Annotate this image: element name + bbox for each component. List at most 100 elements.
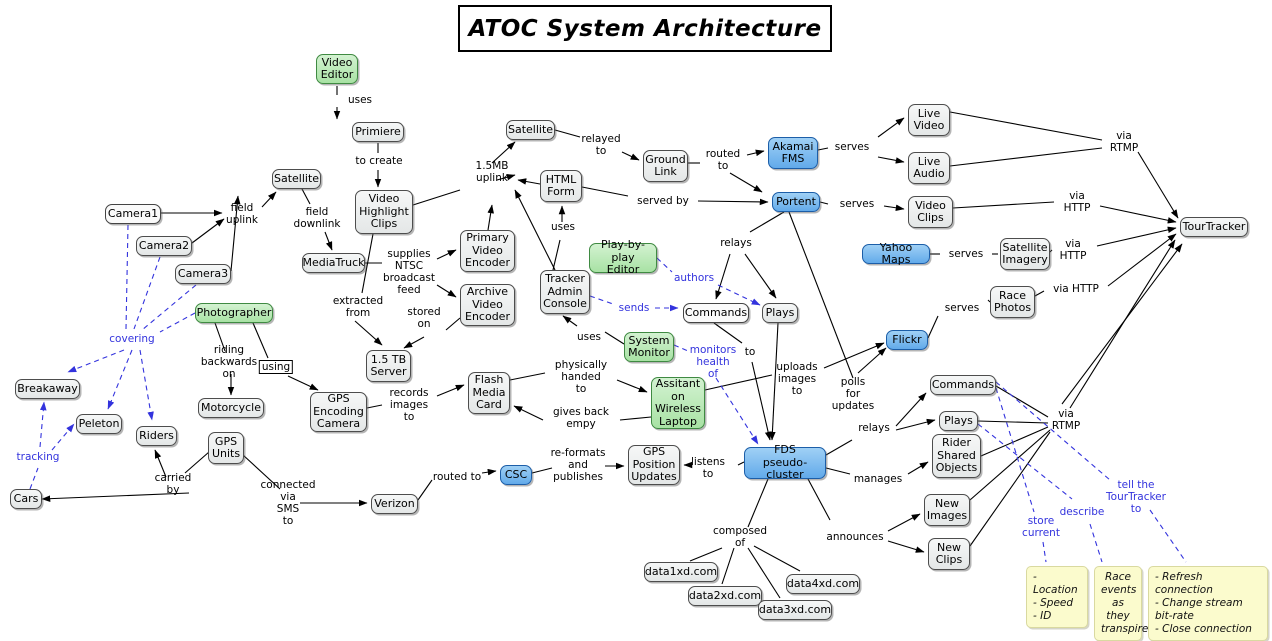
node-cars[interactable]: Cars: [10, 489, 42, 509]
node-breakaway[interactable]: Breakaway: [15, 379, 80, 399]
edge-label-lbl-using: using: [258, 360, 294, 374]
edge-label-lbl-field-downlink: field downlink: [293, 206, 341, 230]
edge-label-lbl-via-http-1: via HTTP: [1063, 190, 1091, 214]
node-tracker-admin-console[interactable]: Tracker Admin Console: [540, 270, 590, 314]
node-primary-video-encoder[interactable]: Primary Video Encoder: [460, 230, 515, 272]
node-verizon[interactable]: Verizon: [371, 494, 418, 514]
edge-label-lbl-listens-to: listens to: [690, 456, 726, 480]
edge-label-lbl-field-uplink: field uplink: [226, 202, 258, 226]
node-data3xd[interactable]: data3xd.com: [758, 600, 832, 620]
node-archive-video-encoder[interactable]: Archive Video Encoder: [460, 284, 515, 326]
edge-label-lbl-supplies-ntsc: supplies NTSC broadcast feed: [382, 248, 436, 296]
edge-label-lbl-polls-updates: polls for updates: [831, 376, 875, 412]
edge-label-lbl-describe: describe: [1059, 506, 1105, 518]
node-assistant-laptop[interactable]: Assitant on Wireless Laptop: [651, 377, 705, 429]
sticky-note-location: - Location - Speed - ID: [1026, 566, 1088, 628]
node-video-editor[interactable]: Video Editor: [316, 54, 358, 84]
edge-label-lbl-relays-2: relays: [858, 422, 890, 434]
edge-label-lbl-via-http-3: via HTTP: [1053, 283, 1099, 295]
node-html-form[interactable]: HTML Form: [540, 170, 582, 202]
edge-label-lbl-tracking: tracking: [16, 451, 60, 463]
node-photographer[interactable]: Photographer: [195, 303, 273, 323]
node-system-monitor[interactable]: System Monitor: [624, 332, 674, 362]
node-play-by-play-editor[interactable]: Play-by-play Editor: [589, 239, 657, 276]
node-race-photos[interactable]: Race Photos: [990, 286, 1035, 318]
edge-label-lbl-to-1: to: [744, 346, 756, 358]
edge-label-lbl-covering: covering: [109, 333, 155, 345]
edge-label-lbl-monitors-health: monitors health of: [689, 344, 737, 380]
edge-label-lbl-uses-2: uses: [550, 221, 576, 233]
edge-label-lbl-sends: sends: [618, 302, 650, 314]
node-ground-link[interactable]: Ground Link: [643, 150, 688, 182]
edge-label-lbl-gives-back: gives back empy: [552, 406, 610, 430]
node-motorcycle[interactable]: Motorcycle: [198, 398, 264, 418]
node-video-clips[interactable]: Video Clips: [908, 196, 953, 228]
edge-label-lbl-uploads-images: uploads images to: [776, 361, 818, 397]
node-camera1[interactable]: Camera1: [105, 204, 161, 224]
node-plays-right[interactable]: Plays: [939, 411, 978, 431]
node-primiere[interactable]: Primiere: [352, 122, 404, 142]
edge-label-lbl-via-rtmp-top: via RTMP: [1109, 130, 1139, 154]
edge-label-lbl-authors: authors: [673, 272, 715, 284]
node-fds-pseudo-cluster[interactable]: FDS pseudo-cluster: [744, 444, 826, 481]
node-gps-encoding-camera[interactable]: GPS Encoding Camera: [310, 392, 367, 432]
edge-label-lbl-stored-on: stored on: [407, 306, 441, 330]
node-satellite-left[interactable]: Satellite: [272, 169, 321, 189]
edge-label-lbl-15mb-uplink: 1.5MB uplink: [475, 160, 509, 184]
edge-label-lbl-serves-3: serves: [948, 248, 984, 260]
node-flash-media-card[interactable]: Flash Media Card: [468, 372, 510, 414]
edge-label-lbl-serves-2: serves: [839, 198, 875, 210]
node-rider-shared-objects[interactable]: Rider Shared Objects: [932, 434, 981, 478]
edge-label-lbl-serves-4: serves: [944, 302, 980, 314]
edge-label-lbl-via-rtmp-right: via RTMP: [1051, 408, 1081, 432]
node-satellite-mid[interactable]: Satellite: [506, 120, 555, 140]
edge-label-lbl-manages: manages: [853, 473, 903, 485]
edge-label-lbl-composed-of: composed of: [712, 525, 768, 549]
node-riders[interactable]: Riders: [136, 426, 177, 446]
node-akamai-fms[interactable]: Akamai FMS: [768, 137, 818, 169]
node-data4xd[interactable]: data4xd.com: [786, 574, 860, 594]
node-flickr[interactable]: Flickr: [886, 330, 928, 350]
node-tourtracker[interactable]: TourTracker: [1180, 217, 1248, 237]
edge-label-lbl-records-images: records images to: [389, 387, 429, 423]
node-data2xd[interactable]: data2xd.com: [688, 586, 762, 606]
node-peleton[interactable]: Peleton: [76, 414, 122, 434]
edge-label-lbl-relayed-to: relayed to: [581, 133, 621, 157]
node-satellite-imagery[interactable]: Satellite Imagery: [1000, 238, 1050, 270]
edge-label-lbl-physically-handed: physically handed to: [554, 359, 608, 395]
edge-label-lbl-uses-3: uses: [576, 331, 602, 343]
edge-label-lbl-to-create: to create: [355, 155, 403, 167]
edge-label-lbl-connected-sms: connected via SMS to: [260, 479, 316, 527]
sticky-note-connection: - Refresh connection - Change stream bit…: [1148, 566, 1268, 641]
node-csc[interactable]: CSC: [500, 465, 532, 485]
node-commands-right[interactable]: Commands: [930, 375, 996, 395]
node-yahoo-maps[interactable]: Yahoo Maps: [862, 241, 930, 266]
edge-label-lbl-carried-by: carried by: [154, 472, 192, 496]
node-mediatruck[interactable]: MediaTruck: [302, 253, 365, 273]
edge-label-lbl-uses-1: uses: [347, 94, 373, 106]
node-new-images[interactable]: New Images: [924, 494, 970, 526]
edge-label-lbl-routed-to: routed to: [705, 148, 741, 172]
node-video-highlight-clips[interactable]: Video Highlight Clips: [355, 190, 413, 234]
edge-label-lbl-tell-tourtracker: tell the TourTracker to: [1106, 479, 1166, 515]
node-gps-position-updates[interactable]: GPS Position Updates: [628, 445, 680, 485]
node-commands-mid[interactable]: Commands: [683, 303, 749, 323]
edge-label-lbl-served-by: served by: [637, 195, 689, 207]
node-gps-units[interactable]: GPS Units: [208, 432, 244, 464]
node-live-video[interactable]: Live Video: [908, 104, 950, 136]
node-portent[interactable]: Portent: [772, 192, 820, 212]
node-live-audio[interactable]: Live Audio: [908, 152, 950, 184]
edge-label-lbl-riding-backwards: riding backwards on: [200, 344, 258, 380]
edge-label-lbl-relays-1: relays: [720, 237, 752, 249]
node-camera3[interactable]: Camera3: [175, 264, 231, 284]
node-camera2[interactable]: Camera2: [136, 236, 192, 256]
node-data1xd[interactable]: data1xd.com: [644, 562, 718, 582]
edge-label-lbl-announces: announces: [826, 531, 884, 543]
node-new-clips[interactable]: New Clips: [928, 538, 970, 570]
page-title: ATOC System Architecture: [468, 15, 822, 42]
edge-label-lbl-extracted-from: extracted from: [332, 295, 384, 319]
node-plays-mid[interactable]: Plays: [762, 303, 798, 323]
edge-label-lbl-serves-1: serves: [834, 141, 870, 153]
edge-label-lbl-reformats: re-formats and publishes: [550, 447, 606, 483]
node-server-15tb[interactable]: 1.5 TB Server: [366, 350, 411, 382]
